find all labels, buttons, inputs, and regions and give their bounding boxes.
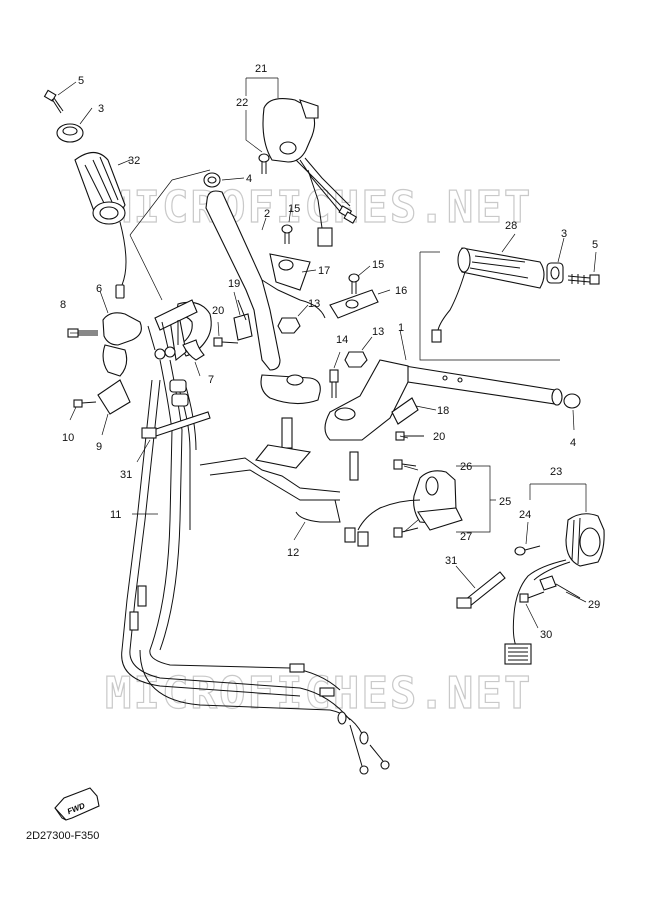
callout-16: 16 bbox=[395, 285, 407, 297]
callout-9: 9 bbox=[96, 441, 102, 453]
callout-24: 24 bbox=[519, 509, 531, 521]
bolt-5-left[interactable] bbox=[43, 89, 64, 114]
plate-9[interactable] bbox=[97, 379, 131, 415]
callout-15-center: 15 bbox=[288, 203, 300, 215]
studs bbox=[255, 417, 359, 481]
callout-27: 27 bbox=[460, 531, 472, 543]
holder-17[interactable] bbox=[269, 253, 311, 291]
cable-ends bbox=[147, 320, 179, 360]
callout-15-right: 15 bbox=[372, 259, 384, 271]
nut-13-center[interactable] bbox=[277, 317, 301, 334]
watermark-top: MICROFICHES.NET bbox=[105, 182, 532, 233]
bolt-15-center[interactable] bbox=[281, 224, 293, 244]
cable-tie-31-left[interactable] bbox=[141, 411, 211, 439]
throttle-cables-11[interactable] bbox=[121, 359, 390, 775]
throttle-housing-group bbox=[67, 290, 212, 436]
callout-25: 25 bbox=[499, 496, 511, 508]
screw-26[interactable] bbox=[393, 459, 417, 470]
grip-end-3-right[interactable] bbox=[546, 262, 564, 284]
screw-20-left[interactable] bbox=[213, 337, 239, 347]
bolt-5-right[interactable] bbox=[567, 274, 600, 285]
left-handlebar-2[interactable] bbox=[205, 190, 326, 405]
callout-4-right: 4 bbox=[570, 437, 576, 449]
left-grip-group bbox=[43, 81, 211, 301]
screw-27[interactable] bbox=[393, 527, 419, 538]
bolt-14[interactable] bbox=[329, 369, 339, 398]
nut-13-right[interactable] bbox=[344, 351, 368, 368]
callout-31-left: 31 bbox=[120, 469, 132, 481]
cable-12[interactable] bbox=[199, 457, 341, 523]
right-switch-25[interactable] bbox=[344, 470, 463, 547]
callout-29: 29 bbox=[588, 599, 600, 611]
callout-5-left: 5 bbox=[78, 75, 84, 87]
left-switch-21[interactable] bbox=[262, 98, 358, 247]
screw-22[interactable] bbox=[258, 153, 270, 174]
screw-24[interactable] bbox=[514, 545, 541, 556]
throttle-housing-6[interactable] bbox=[102, 312, 142, 377]
screw-30[interactable] bbox=[519, 591, 545, 603]
callout-30: 30 bbox=[540, 629, 552, 641]
cable-tie-31-right[interactable] bbox=[456, 571, 506, 609]
callout-5-right: 5 bbox=[592, 239, 598, 251]
right-grip-28[interactable] bbox=[431, 247, 545, 343]
callout-17: 17 bbox=[318, 265, 330, 277]
callout-13-center: 13 bbox=[308, 298, 320, 310]
callout-18: 18 bbox=[437, 405, 449, 417]
callout-14: 14 bbox=[336, 334, 348, 346]
bolt-15-right[interactable] bbox=[348, 273, 360, 294]
bracket-19[interactable] bbox=[233, 299, 253, 341]
callout-6: 6 bbox=[96, 283, 102, 295]
callout-20-left: 20 bbox=[212, 305, 224, 317]
callout-10: 10 bbox=[62, 432, 74, 444]
bracket-29[interactable] bbox=[539, 575, 581, 599]
callout-26: 26 bbox=[460, 461, 472, 473]
bar-end-4-right[interactable] bbox=[563, 393, 581, 409]
diagram-code: 2D27300-F350 bbox=[26, 830, 100, 842]
callout-8: 8 bbox=[60, 299, 66, 311]
callout-21: 21 bbox=[255, 63, 267, 75]
callout-2: 2 bbox=[264, 208, 270, 220]
bar-end-4-left[interactable] bbox=[203, 172, 221, 188]
holder-16[interactable] bbox=[329, 289, 379, 319]
right-handlebar-1[interactable] bbox=[324, 359, 563, 441]
callout-19: 19 bbox=[228, 278, 240, 290]
callout-4-left: 4 bbox=[246, 173, 252, 185]
callout-3-left: 3 bbox=[98, 103, 104, 115]
left-grip-32[interactable] bbox=[74, 151, 127, 299]
callout-28: 28 bbox=[505, 220, 517, 232]
callout-32: 32 bbox=[128, 155, 140, 167]
callout-1: 1 bbox=[398, 322, 404, 334]
callout-23: 23 bbox=[550, 466, 562, 478]
callout-7: 7 bbox=[208, 374, 214, 386]
callout-20-right: 20 bbox=[433, 431, 445, 443]
screw-10[interactable] bbox=[73, 399, 97, 408]
callout-13-right: 13 bbox=[372, 326, 384, 338]
fwd-arrow-icon: FWD bbox=[54, 787, 100, 821]
right-switch-23[interactable] bbox=[504, 513, 605, 665]
grip-end-3-left[interactable] bbox=[56, 123, 84, 143]
callout-labels: 1 2 3 3 4 4 5 5 6 7 8 9 10 11 12 13 13 1… bbox=[60, 63, 600, 641]
callout-3-right: 3 bbox=[561, 228, 567, 240]
callout-11: 11 bbox=[110, 509, 121, 521]
callout-22: 22 bbox=[236, 97, 248, 109]
bracket-18[interactable] bbox=[391, 397, 419, 425]
callout-12: 12 bbox=[287, 547, 299, 559]
callout-31-right: 31 bbox=[445, 555, 457, 567]
